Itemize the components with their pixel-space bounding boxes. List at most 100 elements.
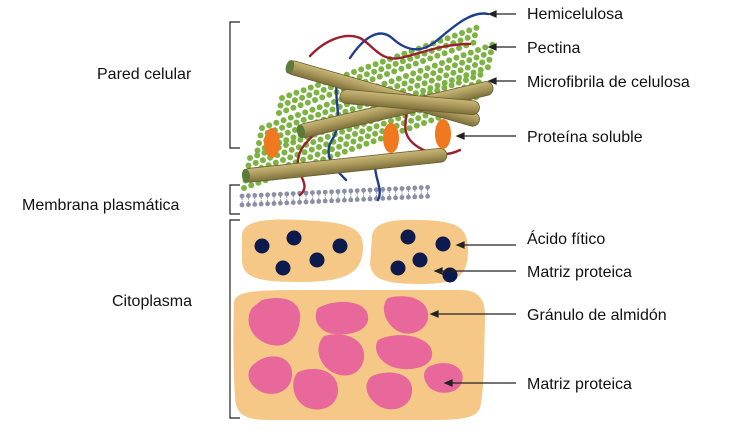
membrane-dot — [271, 192, 277, 197]
wall-dot — [304, 99, 311, 106]
wall-dot — [446, 57, 453, 64]
wall-dot — [430, 70, 437, 77]
wall-dot — [422, 112, 429, 119]
membrane-dot — [348, 197, 354, 203]
membrane-dot — [239, 193, 245, 199]
wall-dot — [310, 139, 317, 146]
wall-dot — [328, 146, 335, 153]
wall-dot — [307, 84, 314, 91]
membrane-dot — [399, 186, 405, 191]
wall-dot — [247, 155, 253, 161]
wall-dot — [403, 73, 409, 79]
wall-dot — [349, 146, 355, 152]
wall-dot — [421, 120, 427, 126]
wall-dot — [407, 85, 414, 92]
label-soluble-protein: Proteína soluble — [527, 129, 643, 146]
wall-dot — [431, 62, 438, 69]
wall-dot — [467, 49, 474, 56]
wall-dot — [444, 35, 451, 42]
wall-dot — [441, 79, 448, 86]
wall-dot — [341, 148, 348, 155]
wall-dot — [323, 141, 330, 148]
membrane-dot — [322, 198, 328, 204]
wall-dot — [297, 136, 304, 143]
cell-wall-bracket — [229, 21, 240, 149]
wall-dot — [316, 144, 322, 150]
wall-dot — [417, 67, 424, 74]
wall-dot — [284, 129, 291, 136]
wall-dot — [323, 101, 330, 108]
phytic-acid-granule — [390, 260, 406, 276]
wall-dot — [288, 146, 295, 153]
membrane-dot — [310, 190, 315, 196]
membrane-dot — [342, 188, 347, 194]
wall-dot — [421, 80, 428, 87]
wall-dot — [395, 115, 402, 122]
wall-dot — [408, 117, 415, 124]
wall-dot — [307, 154, 314, 161]
wall-dot — [388, 118, 394, 124]
phytic-acid-granules — [254, 229, 458, 283]
label-cell-wall: Pared celular — [97, 66, 192, 83]
membrane-dot — [425, 184, 430, 190]
membrane-dot — [278, 191, 283, 197]
pectin-strand — [296, 126, 322, 197]
phytic-acid-granule — [332, 238, 348, 254]
soluble-protein-arrow — [455, 132, 516, 140]
wall-dot — [471, 32, 478, 39]
wall-dot — [439, 60, 445, 66]
wall-dot — [286, 92, 293, 99]
membrane-dot — [393, 186, 398, 192]
wall-dot — [424, 65, 431, 72]
wall-dot — [241, 185, 247, 191]
wall-dot — [272, 159, 279, 166]
wall-dot — [336, 143, 343, 150]
wall-dot — [300, 116, 307, 123]
wall-dot — [399, 127, 406, 134]
wall-dot — [437, 67, 444, 74]
wall-dot — [315, 82, 321, 88]
wall-dot — [287, 154, 294, 161]
starch-granule — [248, 298, 301, 346]
wall-dot — [434, 52, 441, 59]
label-cytoplasm: Citoplasma — [112, 293, 192, 310]
wall-dot — [392, 60, 399, 67]
wall-dot — [316, 104, 323, 111]
membrane-dot — [290, 191, 296, 197]
membrane-dot — [354, 188, 360, 194]
soluble-protein — [383, 123, 399, 153]
membrane-dot — [412, 194, 418, 200]
membrane-dot — [418, 194, 424, 200]
wall-dot — [398, 65, 405, 72]
pectin-strand — [308, 34, 472, 60]
wall-dot — [373, 123, 380, 130]
wall-dot — [427, 55, 434, 62]
phytic-acid-granule — [442, 267, 458, 283]
starch-granule — [248, 356, 293, 394]
wall-dot — [487, 49, 494, 56]
wall-dot — [470, 69, 477, 76]
label-pectin: Pectina — [527, 40, 580, 57]
pectin-arrow — [487, 43, 516, 51]
wall-dot — [384, 71, 390, 77]
label-phytic-acid: Ácido fítico — [527, 229, 605, 248]
microfibril-arrow — [487, 77, 516, 85]
wall-dot — [290, 104, 297, 111]
wall-dot — [248, 182, 255, 189]
wall-dot — [349, 106, 356, 113]
starch-granule — [318, 334, 365, 376]
wall-dot — [371, 68, 378, 75]
cytoplasm-bracket — [229, 219, 240, 419]
wall-dot — [293, 89, 300, 96]
wall-dot — [254, 152, 261, 159]
wall-dot — [283, 107, 290, 114]
label-hemicellulose: Hemicelulosa — [527, 6, 623, 23]
wall-dot — [470, 39, 477, 46]
wall-dot — [350, 138, 357, 145]
wall-dot — [441, 50, 448, 57]
wall-dot — [320, 86, 327, 93]
wall-dot — [394, 83, 401, 90]
phytic-acid-granule — [400, 229, 416, 245]
membrane-dot — [258, 201, 264, 207]
soluble-protein — [435, 119, 451, 149]
